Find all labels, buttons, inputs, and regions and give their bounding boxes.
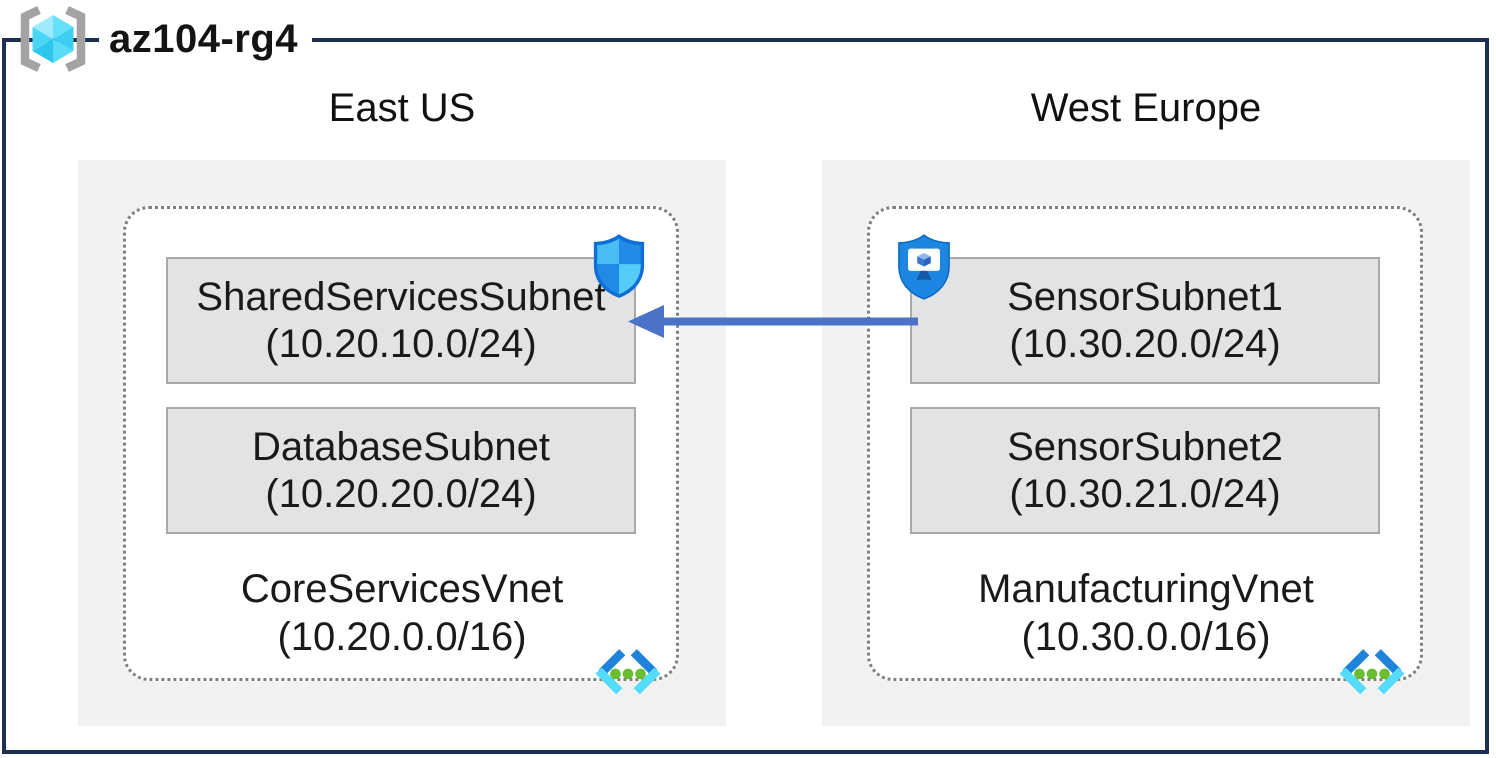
subnet-cidr: (10.30.20.0/24) xyxy=(1009,321,1281,366)
subnet-cidr: (10.20.20.0/24) xyxy=(265,471,537,516)
vnet-peering-arrow xyxy=(628,305,918,338)
subnet-box-sharedservices: SharedServicesSubnet (10.20.10.0/24) xyxy=(166,257,636,384)
subnet-cidr: (10.20.10.0/24) xyxy=(265,321,537,366)
subnet-cidr: (10.30.21.0/24) xyxy=(1009,471,1281,516)
iot-security-shield-monitor-icon xyxy=(898,234,950,300)
vnet-name: ManufacturingVnet xyxy=(978,567,1314,611)
vnet-name: CoreServicesVnet xyxy=(240,567,564,611)
vnet-label: CoreServicesVnet (10.20.0.0/16) xyxy=(78,565,726,661)
subnet-name: SensorSubnet1 xyxy=(1007,274,1283,319)
subnet-box-sensor1: SensorSubnet1 (10.30.20.0/24) xyxy=(910,257,1380,384)
region-title: West Europe xyxy=(1030,86,1262,130)
subnet-name: DatabaseSubnet xyxy=(251,424,550,469)
network-security-shield-icon xyxy=(593,234,645,298)
virtual-network-icon xyxy=(595,649,661,695)
region-west-europe: West Europe SensorSubnet1 (10.30.20.0/24… xyxy=(822,60,1470,726)
subnet-box-database: DatabaseSubnet (10.20.20.0/24) xyxy=(166,407,636,534)
vnet-cidr: (10.20.0.0/16) xyxy=(277,615,527,659)
region-east-us: East US SharedServicesSubnet (10.20.10.0… xyxy=(78,60,726,726)
resource-group-icon xyxy=(20,6,86,72)
subnet-name: SharedServicesSubnet xyxy=(196,274,606,319)
vnet-cidr: (10.30.0.0/16) xyxy=(1021,615,1271,659)
subnet-name: SensorSubnet2 xyxy=(1007,424,1283,469)
virtual-network-icon xyxy=(1339,649,1405,695)
subnet-box-sensor2: SensorSubnet2 (10.30.21.0/24) xyxy=(910,407,1380,534)
resource-group-title: az104-rg4 xyxy=(99,13,313,65)
vnet-label: ManufacturingVnet (10.30.0.0/16) xyxy=(822,565,1470,661)
region-title: East US xyxy=(328,86,476,130)
resource-group-boundary xyxy=(2,38,1489,754)
